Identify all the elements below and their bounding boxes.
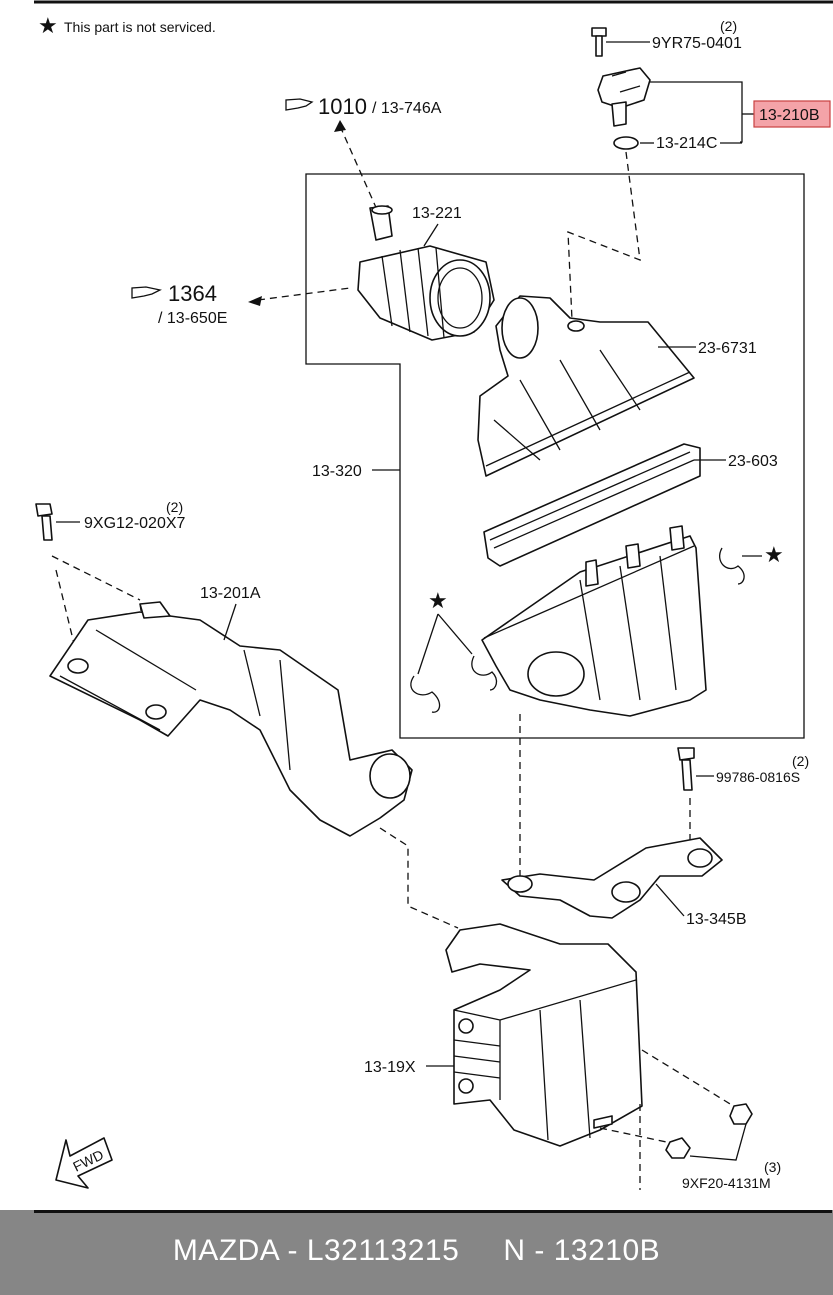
label-99786-qty: (2) (792, 753, 809, 769)
note-star-icon: ★ (38, 13, 58, 38)
clip-right[interactable] (719, 547, 745, 585)
label-9xg12-qty: (2) (166, 499, 183, 515)
label-13-345b: 13-345B (686, 911, 747, 928)
ref-1364-sub: / 13-650E (158, 310, 227, 327)
label-13-214c: 13-214C (656, 135, 717, 152)
air-intake-duct-13-201a[interactable] (49, 601, 413, 837)
o-ring-13-214c (613, 136, 639, 150)
footer-part-number: MAZDA - L32113215 N - 13210B (172, 1234, 661, 1267)
map-sensor-13-210b[interactable] (597, 67, 651, 150)
label-13-19x: 13-19X (364, 1059, 416, 1076)
ref-1010-number[interactable]: 1010 (318, 94, 367, 119)
bracket-13-345b[interactable] (501, 837, 723, 919)
label-9xf20-4131m: 9XF20-4131M (682, 1175, 771, 1191)
star-left-icon: ★ (428, 588, 448, 613)
air-cleaner-case-lower[interactable] (481, 525, 707, 717)
label-9xf20-qty: (3) (764, 1159, 781, 1175)
ref-1364-number[interactable]: 1364 (168, 281, 217, 306)
label-23-6731: 23-6731 (698, 340, 757, 357)
exploded-parts-diagram: ★ This part is not serviced. 9YR75-0401 … (34, 0, 833, 1191)
resonator-13-19x[interactable] (445, 923, 643, 1147)
label-13-320: 13-320 (312, 463, 362, 480)
bolt-9xg12-020x7[interactable] (35, 503, 53, 541)
label-13-210b[interactable]: 13-210B (759, 107, 820, 124)
screw-9yr75-0401[interactable] (591, 27, 607, 57)
bolt-99786-0816s[interactable] (677, 747, 695, 791)
note-text: This part is not serviced. (64, 19, 216, 35)
star-right-icon: ★ (764, 542, 784, 567)
label-13-221: 13-221 (412, 205, 462, 222)
ref-hand-icon-1010[interactable] (285, 98, 314, 111)
footer-bar: MAZDA - L32113215 N - 13210B (0, 1210, 833, 1295)
label-23-603: 23-603 (728, 453, 778, 470)
label-9xg12-020x7: 9XG12-020X7 (84, 515, 186, 532)
assembly-box-13-320 (305, 173, 805, 739)
clip-left[interactable] (410, 655, 498, 713)
ref-1010-sub: / 13-746A (372, 100, 442, 117)
label-99786-0816s: 99786-0816S (716, 769, 800, 785)
nut-9xf20-4131m[interactable] (665, 1103, 753, 1159)
label-9yr75-0401: 9YR75-0401 (652, 35, 742, 52)
footer-divider (34, 1210, 832, 1213)
fwd-arrow-icon (55, 1137, 113, 1189)
label-9yr75-qty: (2) (720, 18, 737, 34)
intake-hose-13-221[interactable] (357, 205, 495, 341)
air-cleaner-cover-23-6731[interactable] (477, 295, 695, 477)
ref-hand-icon-1364[interactable] (131, 286, 162, 299)
air-filter-element-23-603[interactable] (483, 443, 701, 567)
highlight-13-210b (753, 100, 831, 128)
label-13-201a: 13-201A (200, 585, 261, 602)
